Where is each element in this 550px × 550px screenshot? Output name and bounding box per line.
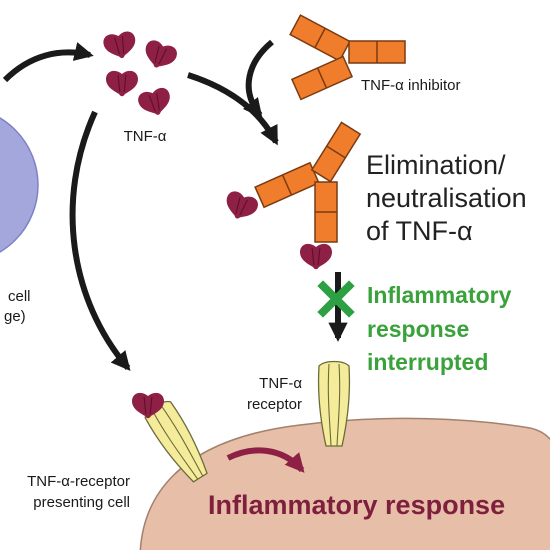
source-cell-label-line1: cell — [8, 288, 31, 305]
interrupted-label-line2: response — [367, 316, 470, 342]
elimination-label-line2: neutralisation — [366, 183, 527, 213]
interrupted-label-line1: Inflammatory — [367, 282, 512, 308]
tnf-molecule — [139, 37, 180, 74]
release-arrow — [2, 42, 94, 83]
bound-tnf-molecule — [220, 188, 261, 225]
tnf-molecule — [105, 70, 139, 97]
elimination-label-line1: Elimination/ — [366, 150, 506, 180]
inhibitor-label: TNF-α inhibitor — [361, 77, 461, 94]
presenting-cell-label-line1: TNF-α-receptor — [27, 473, 130, 490]
bound-tnf-molecule — [299, 243, 333, 270]
bound-antibody-left — [254, 161, 320, 209]
inflammatory-response-label: Inflammatory response — [208, 490, 506, 520]
tnf-molecule — [135, 85, 175, 120]
interrupted-label-line3: interrupted — [367, 349, 489, 375]
binding-arrow — [187, 72, 279, 146]
inhibitor-arrow — [242, 39, 274, 119]
receptor-label-line1: TNF-α — [259, 375, 302, 392]
presenting-cell-label-line2: presenting cell — [33, 494, 130, 511]
inhibitor-antibody-top — [289, 14, 351, 62]
receptor-label-line2: receptor — [246, 396, 302, 413]
elimination-label-line3: of TNF-α — [366, 216, 473, 246]
inhibitor-antibody-bottom — [290, 55, 354, 101]
bound-antibody-stem — [314, 181, 338, 243]
tnf-molecule — [101, 29, 139, 62]
source-cell-label-line2: ge) — [4, 308, 26, 325]
presenting-cell — [139, 417, 550, 550]
receptor-unbound — [317, 360, 351, 447]
inflammation-arrow — [226, 447, 305, 473]
x-mark-icon — [317, 280, 355, 318]
source-cell — [0, 117, 39, 253]
bound-antibody-right — [310, 121, 362, 183]
inhibitor-antibody-stem — [348, 40, 406, 64]
to-receptor-arrow — [69, 110, 131, 371]
tnf-alpha-label: TNF-α — [123, 128, 167, 145]
